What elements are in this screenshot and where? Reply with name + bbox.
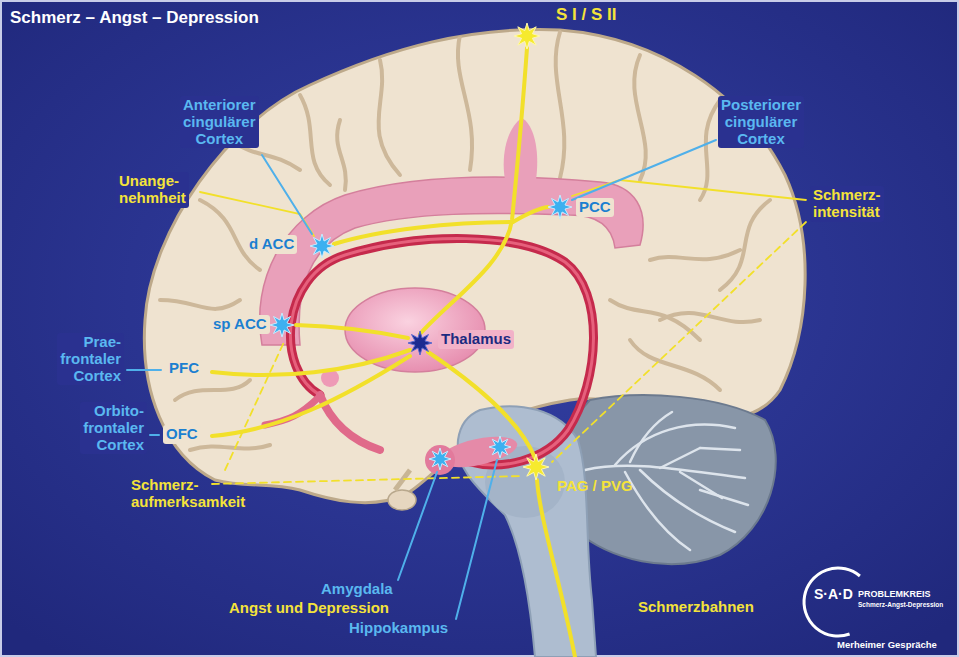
pain-pathway [513, 207, 548, 222]
region-abbrev: PCC [576, 198, 614, 217]
cerebrum [378, 60, 400, 175]
cerebellum [700, 448, 740, 450]
cerebrum [175, 380, 250, 400]
logo-text: S·A·D [811, 586, 856, 604]
pain-pathway [212, 356, 410, 436]
leader-line [127, 369, 161, 371]
function-label: Angst und Depression [226, 599, 392, 618]
limbic-structures [425, 445, 455, 475]
region-star [429, 448, 451, 470]
function-line [200, 192, 314, 236]
title: Schmerz – Angst – Depression [10, 8, 259, 27]
region-abbrev: d ACC [246, 235, 297, 254]
area-label: S I / S II [553, 4, 619, 25]
cerebellum [640, 470, 735, 532]
region-label: Posteriorer cingulärer Cortex [718, 96, 804, 148]
region-label: Orbito- frontaler Cortex [80, 402, 147, 454]
cerebrum [190, 445, 270, 450]
cerebrum [458, 35, 472, 170]
cerebrum [650, 250, 740, 260]
cerebrum [610, 300, 700, 340]
pain-pathway [212, 350, 410, 375]
cerebellum [585, 466, 745, 478]
logo-text: Schmerz-Angst-Depression [855, 600, 946, 609]
cerebrum [337, 120, 346, 190]
region-star [514, 23, 540, 49]
fornix [290, 239, 593, 465]
logo-text: Merheimer Gespräche [834, 639, 940, 652]
leader-line [262, 155, 312, 234]
region-label: Anteriorer cingulärer Cortex [180, 96, 259, 148]
cerebellum [625, 472, 690, 550]
cerebellum [615, 425, 735, 465]
function-line [225, 342, 284, 470]
cerebrum [300, 95, 330, 185]
cerebrum [160, 300, 240, 309]
region-label: Amygdala [318, 580, 396, 599]
region-abbrev: OFC [163, 425, 201, 444]
region-star [310, 234, 334, 258]
function-line [212, 476, 522, 484]
region-label: Thalamus [438, 330, 514, 349]
function-line [552, 222, 806, 462]
cerebrum [720, 200, 770, 290]
function-label: Schmerz- aufmerksamkeit [128, 476, 248, 512]
region-abbrev: PFC [166, 359, 202, 378]
area-label: PAG / PVG [554, 477, 636, 496]
fornix [265, 239, 594, 465]
limbic-structures [388, 490, 416, 510]
region-star [270, 313, 294, 337]
leader-line [150, 434, 159, 436]
region-star [548, 195, 572, 219]
region-star [489, 436, 511, 458]
region-star [408, 331, 432, 355]
cerebrum [700, 100, 720, 200]
cerebrum [556, 32, 565, 178]
cerebellum [630, 412, 672, 462]
pain-pathway [420, 48, 527, 334]
region-label: Prae- frontaler Cortex [57, 333, 124, 385]
leader-line [456, 460, 497, 619]
cerebrum [630, 340, 720, 390]
pain-pathway [537, 480, 575, 657]
function-line [200, 180, 806, 484]
pain-pathway [212, 48, 575, 657]
leader-line [127, 140, 716, 619]
region-star [523, 454, 549, 480]
logo-text: PROBLEMKREIS [855, 588, 934, 600]
pain-pathway [296, 325, 408, 338]
logo-swoosh [804, 568, 860, 636]
cerebellum [660, 448, 700, 468]
leader-line [398, 472, 437, 580]
limbic-structures [388, 431, 520, 510]
fornix [290, 239, 593, 465]
function-line [572, 180, 806, 200]
pain-pathway [428, 352, 535, 458]
region-abbrev: sp ACC [210, 315, 270, 334]
pathway-label: Schmerzbahnen [635, 598, 757, 617]
region-label: Hippokampus [346, 619, 451, 638]
region-star [270, 23, 572, 480]
leader-line [572, 140, 716, 200]
function-label: Schmerz- intensität [810, 186, 884, 222]
logo-swoosh [804, 568, 860, 636]
cerebrum [634, 55, 646, 180]
cerebellum [700, 490, 748, 505]
pain-pathway [334, 222, 512, 244]
function-label: Unange- nehmheit [116, 172, 189, 208]
